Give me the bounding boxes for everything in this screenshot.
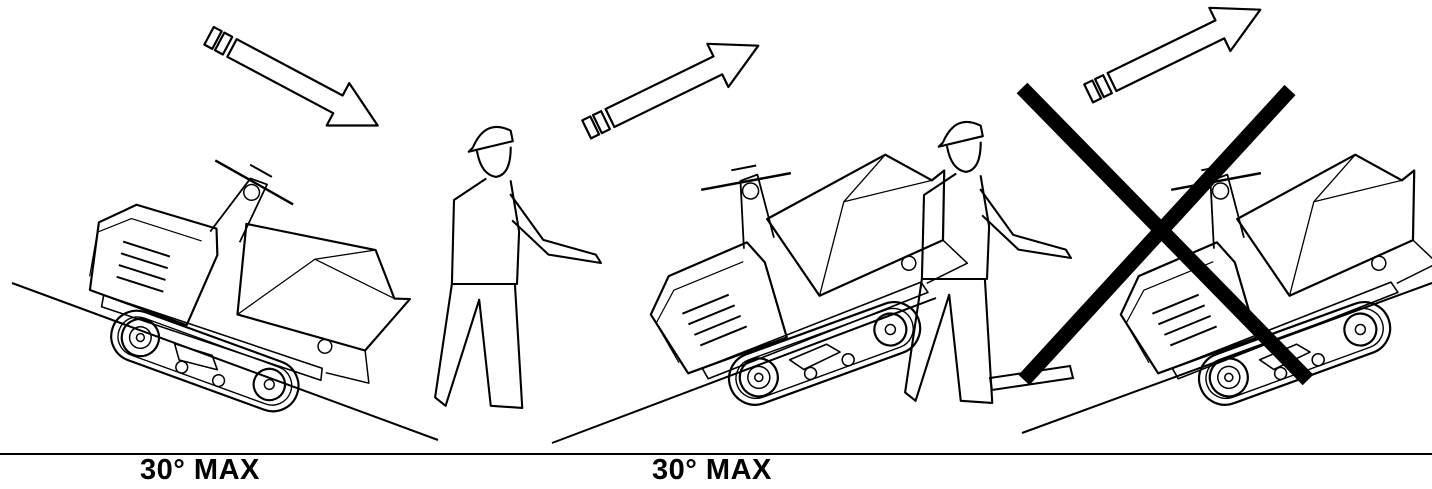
operator-figure bbox=[434, 125, 603, 409]
direction-arrow-icon bbox=[196, 13, 391, 148]
panel-uphill-correct bbox=[434, 22, 1000, 444]
slope-line bbox=[11, 282, 439, 441]
dumper-machine bbox=[612, 100, 1000, 431]
direction-arrow-icon bbox=[1077, 0, 1272, 117]
direction-arrow-icon bbox=[575, 22, 770, 153]
panel-downhill bbox=[11, 13, 439, 445]
slope-line bbox=[551, 297, 937, 444]
prohibited-cross-icon bbox=[1016, 82, 1314, 386]
dumper-machine bbox=[56, 121, 436, 445]
panel-uphill-prohibited bbox=[904, 0, 1432, 434]
max-slope-label: 30° MAX bbox=[652, 454, 772, 486]
max-slope-label: 30° MAX bbox=[140, 454, 260, 486]
